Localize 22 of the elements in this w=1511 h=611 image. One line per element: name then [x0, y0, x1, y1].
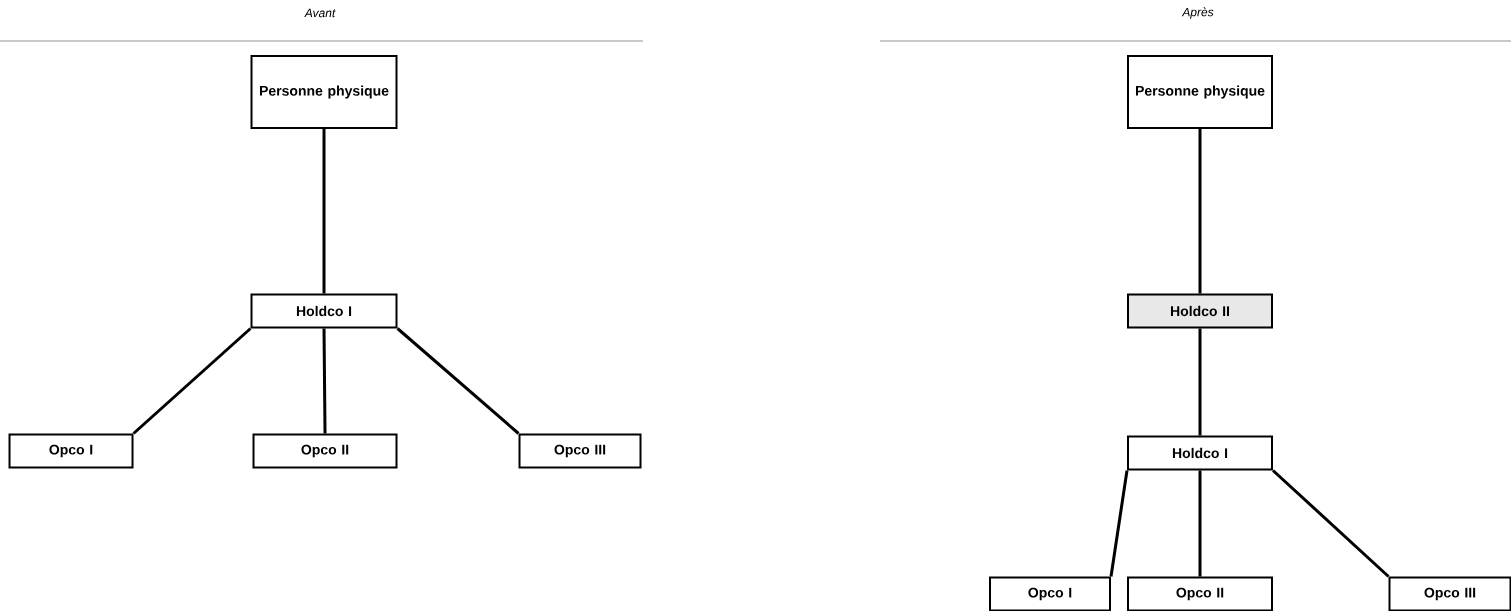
entity-box: Holdco II [1127, 293, 1273, 329]
entity-box: Opco I [8, 433, 134, 469]
entity-box: Opco II [1127, 576, 1273, 611]
connector-line [1272, 469, 1390, 578]
connector-line [396, 327, 520, 435]
connector-line [132, 327, 252, 435]
entity-box: Personne physique [1127, 55, 1273, 129]
panel-heading: Après [1181, 7, 1214, 19]
connector-line [1198, 129, 1202, 294]
entity-box: Opco III [1388, 576, 1511, 611]
entity-box: Opco I [989, 576, 1111, 611]
panel-heading: Avant [304, 8, 336, 18]
connector-line [322, 328, 327, 434]
connector-line [1198, 328, 1202, 436]
entity-box: Holdco I [1127, 435, 1273, 471]
entity-box: Opco II [252, 433, 398, 469]
entity-box: Holdco I [250, 293, 398, 329]
connector-line [1109, 470, 1129, 577]
entity-box: Personne physique [250, 55, 398, 129]
connector-line [1198, 470, 1202, 577]
connector-line [322, 129, 326, 294]
entity-box: Opco III [518, 433, 642, 469]
